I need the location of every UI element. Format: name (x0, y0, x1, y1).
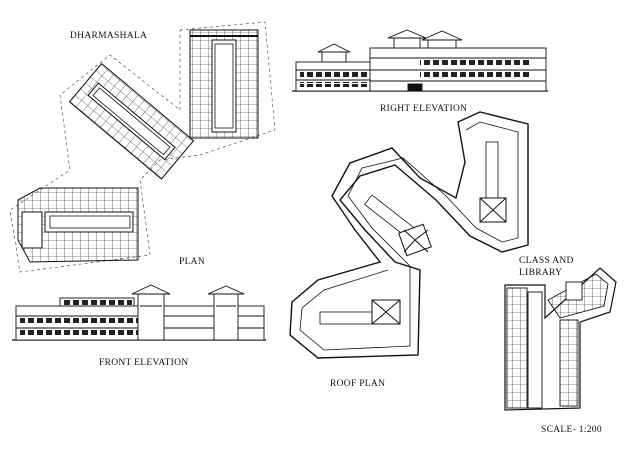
plan-site-outline (9, 21, 276, 273)
roof-plan-drawing (289, 111, 529, 359)
plan-diagonal-wing (68, 62, 195, 180)
right-elevation-drawing (292, 29, 548, 92)
plan-north-wing (189, 29, 259, 139)
class-library-plan-drawing (504, 267, 617, 411)
front-elevation-label: FRONT ELEVATION (99, 358, 189, 368)
class-and-library-label: CLASS AND LIBRARY (519, 256, 574, 278)
plan-south-wing (17, 187, 139, 263)
front-elevation-drawing (12, 284, 266, 341)
roof-hip-1 (479, 197, 507, 223)
roof-hip-3 (371, 299, 401, 325)
roof-plan-label: ROOF PLAN (330, 379, 386, 389)
roof-outline (289, 111, 529, 359)
plan-drawing (9, 21, 276, 273)
right-elevation-label: RIGHT ELEVATION (380, 104, 468, 114)
scale-label: SCALE- 1:200 (541, 425, 602, 435)
roof-hip-2 (398, 223, 432, 257)
plan-label: PLAN (179, 257, 206, 267)
dharmashala-title: DHARMASHALA (70, 31, 148, 41)
